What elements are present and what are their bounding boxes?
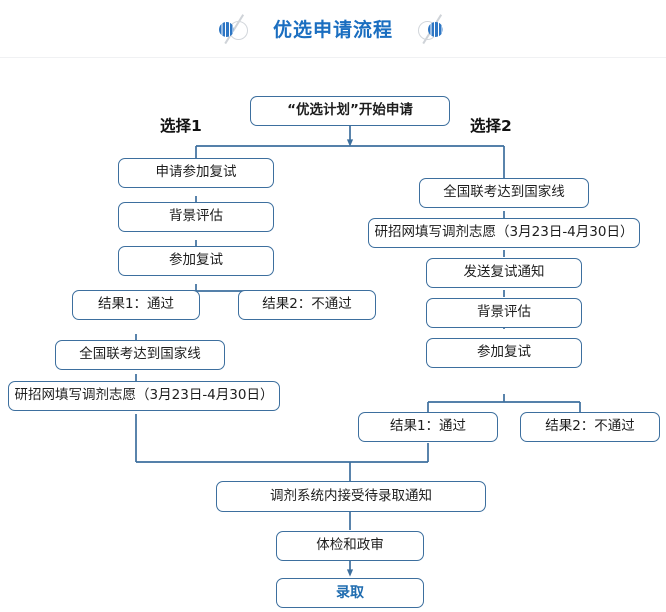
node-accept-admission-notice[interactable]: 调剂系统内接受待录取通知 <box>216 481 486 512</box>
node-left-fill-adjust-wish[interactable]: 研招网填写调剂志愿（3月23日-4月30日） <box>8 381 280 411</box>
node-left-national-line[interactable]: 全国联考达到国家线 <box>55 340 225 370</box>
node-right-result-fail[interactable]: 结果2：不通过 <box>520 412 660 442</box>
node-left-attend-retest[interactable]: 参加复试 <box>118 246 274 276</box>
node-left-result-pass[interactable]: 结果1：通过 <box>72 290 200 320</box>
page-header: 优选申请流程 <box>0 0 666 58</box>
page-title: 优选申请流程 <box>272 19 393 41</box>
node-right-send-retest-notice[interactable]: 发送复试通知 <box>426 258 582 288</box>
node-right-national-line[interactable]: 全国联考达到国家线 <box>419 178 589 208</box>
circle-slash-icon-right <box>415 13 449 44</box>
node-admitted[interactable]: 录取 <box>276 578 424 608</box>
branch-label-left: 选择1 <box>160 117 202 135</box>
striped-disc-shape <box>428 21 443 37</box>
node-right-attend-retest[interactable]: 参加复试 <box>426 338 582 368</box>
node-start[interactable]: “优选计划”开始申请 <box>250 96 450 126</box>
node-right-result-pass[interactable]: 结果1：通过 <box>358 412 498 442</box>
node-right-fill-adjust-wish[interactable]: 研招网填写调剂志愿（3月23日-4月30日） <box>368 218 640 248</box>
node-left-result-fail[interactable]: 结果2：不通过 <box>238 290 376 320</box>
node-medical-political-review[interactable]: 体检和政审 <box>276 531 424 561</box>
node-left-background-check[interactable]: 背景评估 <box>118 202 274 232</box>
header-title-row: 优选申请流程 <box>0 0 666 57</box>
branch-label-right: 选择2 <box>470 117 512 135</box>
node-left-apply-retest[interactable]: 申请参加复试 <box>118 158 274 188</box>
striped-disc-shape <box>218 21 234 37</box>
node-right-background-check[interactable]: 背景评估 <box>426 298 582 328</box>
circle-slash-icon-left <box>217 13 251 44</box>
